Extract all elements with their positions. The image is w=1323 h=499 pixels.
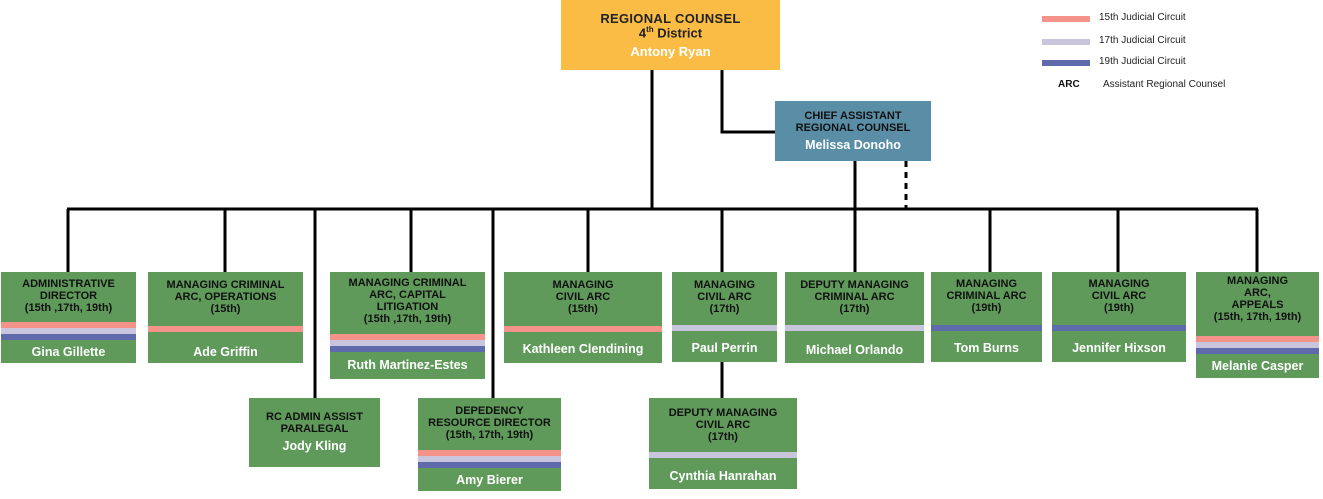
box-managing-criminal-operations: MANAGING CRIMINAL ARC, OPERATIONS (15th)…: [148, 272, 303, 363]
stripe-19th: [931, 325, 1042, 331]
person-name: Amy Bierer: [456, 473, 523, 487]
role-label: MANAGING CRIMINAL ARC, CAPITAL LITIGATIO…: [348, 277, 467, 325]
box-managing-criminal-capital: MANAGING CRIMINAL ARC, CAPITAL LITIGATIO…: [330, 272, 485, 379]
box-deputy-managing-civil-17th: DEPUTY MANAGING CIVIL ARC (17th) Cynthia…: [649, 398, 797, 489]
stripe-19th: [1, 334, 136, 340]
person-name: Paul Perrin: [691, 341, 758, 355]
stripe-15th: [330, 334, 485, 340]
stripe-15th: [148, 326, 303, 332]
person-name: Melanie Casper: [1211, 359, 1304, 373]
box-rc-admin-assist-paralegal: RC ADMIN ASSIST PARALEGAL Jody Kling: [249, 398, 380, 467]
stripe-17th: [1, 328, 136, 334]
role-label: MANAGING CRIMINAL ARC, OPERATIONS (15th): [166, 279, 285, 315]
box-managing-civil-15th: MANAGING CIVIL ARC (15th) Kathleen Clend…: [504, 272, 662, 363]
legend-label-17th: 17th Judicial Circuit: [1099, 35, 1186, 46]
stripe-17th: [330, 340, 485, 346]
stripe-19th: [1052, 325, 1186, 331]
role-label: ADMINISTRATIVE DIRECTOR (15th ,17th, 19t…: [22, 278, 115, 314]
person-name: Jennifer Hixson: [1072, 341, 1166, 355]
chief-assistant-title: CHIEF ASSISTANT REGIONAL COUNSEL: [795, 110, 911, 134]
box-deputy-managing-criminal-17th: DEPUTY MANAGING CRIMINAL ARC (17th) Mich…: [785, 272, 924, 363]
box-dependency-resource-director: DEPEDENCY RESOURCE DIRECTOR (15th, 17th,…: [418, 398, 561, 491]
legend-label-15th: 15th Judicial Circuit: [1099, 12, 1186, 23]
stripe-15th: [504, 326, 662, 332]
role-label: MANAGING ARC, APPEALS (15th, 17th, 19th): [1213, 275, 1302, 323]
role-label: RC ADMIN ASSIST PARALEGAL: [266, 411, 363, 435]
stripe-19th: [418, 462, 561, 468]
legend-arc-abbr: ARC: [1058, 79, 1080, 90]
person-name: Gina Gillette: [31, 345, 106, 359]
stripe-17th: [672, 325, 777, 331]
legend-swatch-17th: [1042, 39, 1090, 45]
chief-assistant-name: Melissa Donoho: [805, 138, 901, 152]
legend-arc-text: Assistant Regional Counsel: [1103, 79, 1226, 90]
connector-top-to-chief: [720, 70, 776, 134]
stripe-19th: [1196, 348, 1319, 354]
regional-counsel-title: REGIONAL COUNSEL: [600, 11, 741, 26]
stripe-15th: [418, 450, 561, 456]
role-label: MANAGING CIVIL ARC (15th): [552, 279, 614, 315]
regional-counsel-name: Antony Ryan: [630, 44, 711, 59]
stripe-17th: [418, 456, 561, 462]
role-label: MANAGING CIVIL ARC (17th): [693, 279, 756, 315]
regional-counsel-district: 4th District: [638, 25, 703, 41]
legend-swatch-19th: [1042, 60, 1090, 66]
stripe-17th: [785, 325, 924, 331]
role-label: MANAGING CRIMINAL ARC (19th): [946, 278, 1027, 314]
box-managing-criminal-19th: MANAGING CRIMINAL ARC (19th) Tom Burns: [931, 272, 1042, 362]
regional-counsel-box: REGIONAL COUNSEL 4th District Antony Rya…: [561, 0, 780, 70]
box-administrative-director: ADMINISTRATIVE DIRECTOR (15th ,17th, 19t…: [1, 272, 136, 363]
stripe-15th: [1196, 336, 1319, 342]
stripe-17th: [649, 452, 797, 458]
person-name: Kathleen Clendining: [522, 342, 644, 356]
stripe-17th: [1196, 342, 1319, 348]
person-name: Ruth Martinez-Estes: [347, 358, 468, 372]
role-label: DEPUTY MANAGING CIVIL ARC (17th): [668, 407, 778, 443]
box-managing-civil-17th: MANAGING CIVIL ARC (17th) Paul Perrin: [672, 272, 777, 362]
stripe-15th: [1, 322, 136, 328]
legend-swatch-15th: [1042, 16, 1090, 22]
chief-assistant-box: CHIEF ASSISTANT REGIONAL COUNSEL Melissa…: [775, 101, 931, 161]
legend-label-19th: 19th Judicial Circuit: [1099, 56, 1186, 67]
person-name: Cynthia Hanrahan: [669, 469, 777, 483]
role-label: DEPEDENCY RESOURCE DIRECTOR (15th, 17th,…: [428, 405, 551, 441]
role-label: DEPUTY MANAGING CRIMINAL ARC (17th): [800, 279, 909, 315]
person-name: Ade Griffin: [193, 345, 258, 359]
person-name: Tom Burns: [953, 341, 1020, 355]
person-name: Michael Orlando: [805, 343, 904, 357]
person-name: Jody Kling: [282, 439, 347, 453]
box-managing-civil-19th: MANAGING CIVIL ARC (19th) Jennifer Hixso…: [1052, 272, 1186, 362]
role-label: MANAGING CIVIL ARC (19th): [1088, 278, 1150, 314]
stripe-19th: [330, 346, 485, 352]
box-managing-arc-appeals: MANAGING ARC, APPEALS (15th, 17th, 19th)…: [1196, 272, 1319, 378]
